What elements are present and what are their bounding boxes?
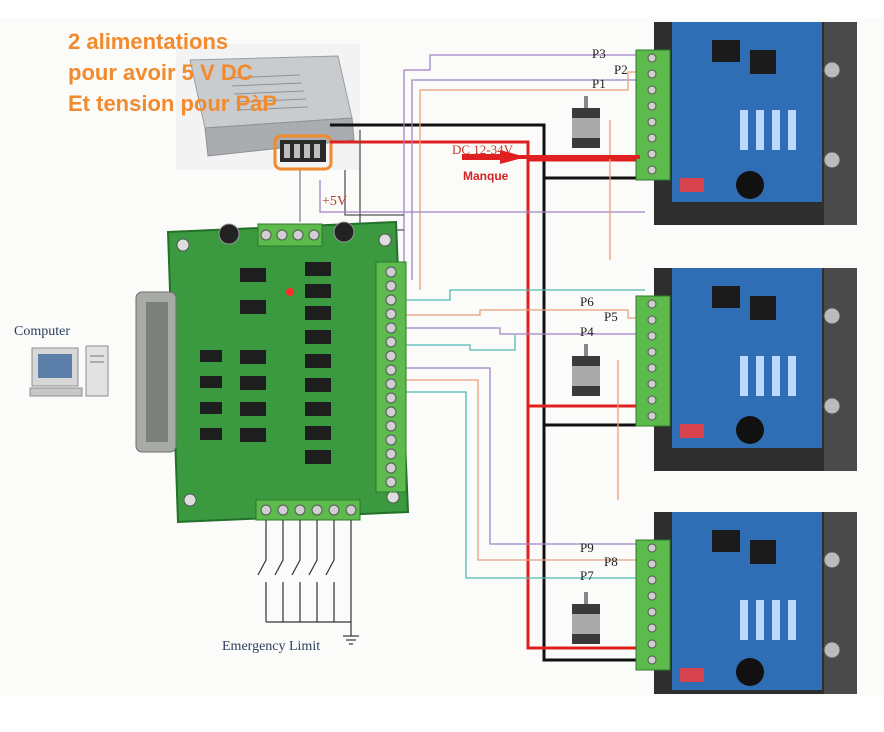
port-label-p8: P8 bbox=[604, 554, 618, 569]
computer-label: Computer bbox=[14, 324, 70, 339]
emergency-limit-label: Emergency Limit bbox=[222, 639, 320, 654]
port-label-p6: P6 bbox=[580, 294, 594, 309]
plus5v-label: +5V bbox=[322, 194, 347, 209]
power-supply bbox=[176, 44, 360, 171]
stepper-driver-1 bbox=[635, 22, 857, 225]
breakout-board bbox=[135, 220, 410, 524]
port-label-p7: P7 bbox=[580, 568, 594, 583]
stepper-motor-2 bbox=[572, 344, 600, 396]
annotation-text: 2 alimentations pour avoir 5 V DC Et ten… bbox=[68, 26, 277, 119]
port-label-p9: P9 bbox=[580, 540, 594, 555]
supply-highlight-box bbox=[273, 134, 333, 171]
manque-label: Manque bbox=[463, 169, 509, 183]
port-label-p3: P3 bbox=[592, 46, 606, 61]
power-wires bbox=[330, 123, 645, 662]
signal-wires bbox=[299, 54, 645, 579]
annotation-line-2: pour avoir 5 V DC bbox=[68, 60, 253, 85]
missing-wire-arrow bbox=[462, 150, 640, 164]
port-label-p1: P1 bbox=[592, 76, 606, 91]
stepper-motor-3 bbox=[572, 592, 600, 644]
emergency-switches bbox=[257, 520, 359, 645]
computer-icon bbox=[29, 345, 109, 397]
annotation-line-3: Et tension pour PàP bbox=[68, 91, 278, 116]
stepper-driver-2 bbox=[635, 268, 857, 471]
annotation-line-1: 2 alimentations bbox=[68, 29, 229, 54]
port-label-p2: P2 bbox=[614, 62, 628, 77]
port-label-p4: P4 bbox=[580, 324, 594, 339]
stepper-motor-1 bbox=[572, 96, 600, 148]
port-label-p5: P5 bbox=[604, 309, 618, 324]
dc-supply-label: DC 12-34V bbox=[452, 142, 514, 157]
stepper-driver-3 bbox=[635, 512, 857, 694]
